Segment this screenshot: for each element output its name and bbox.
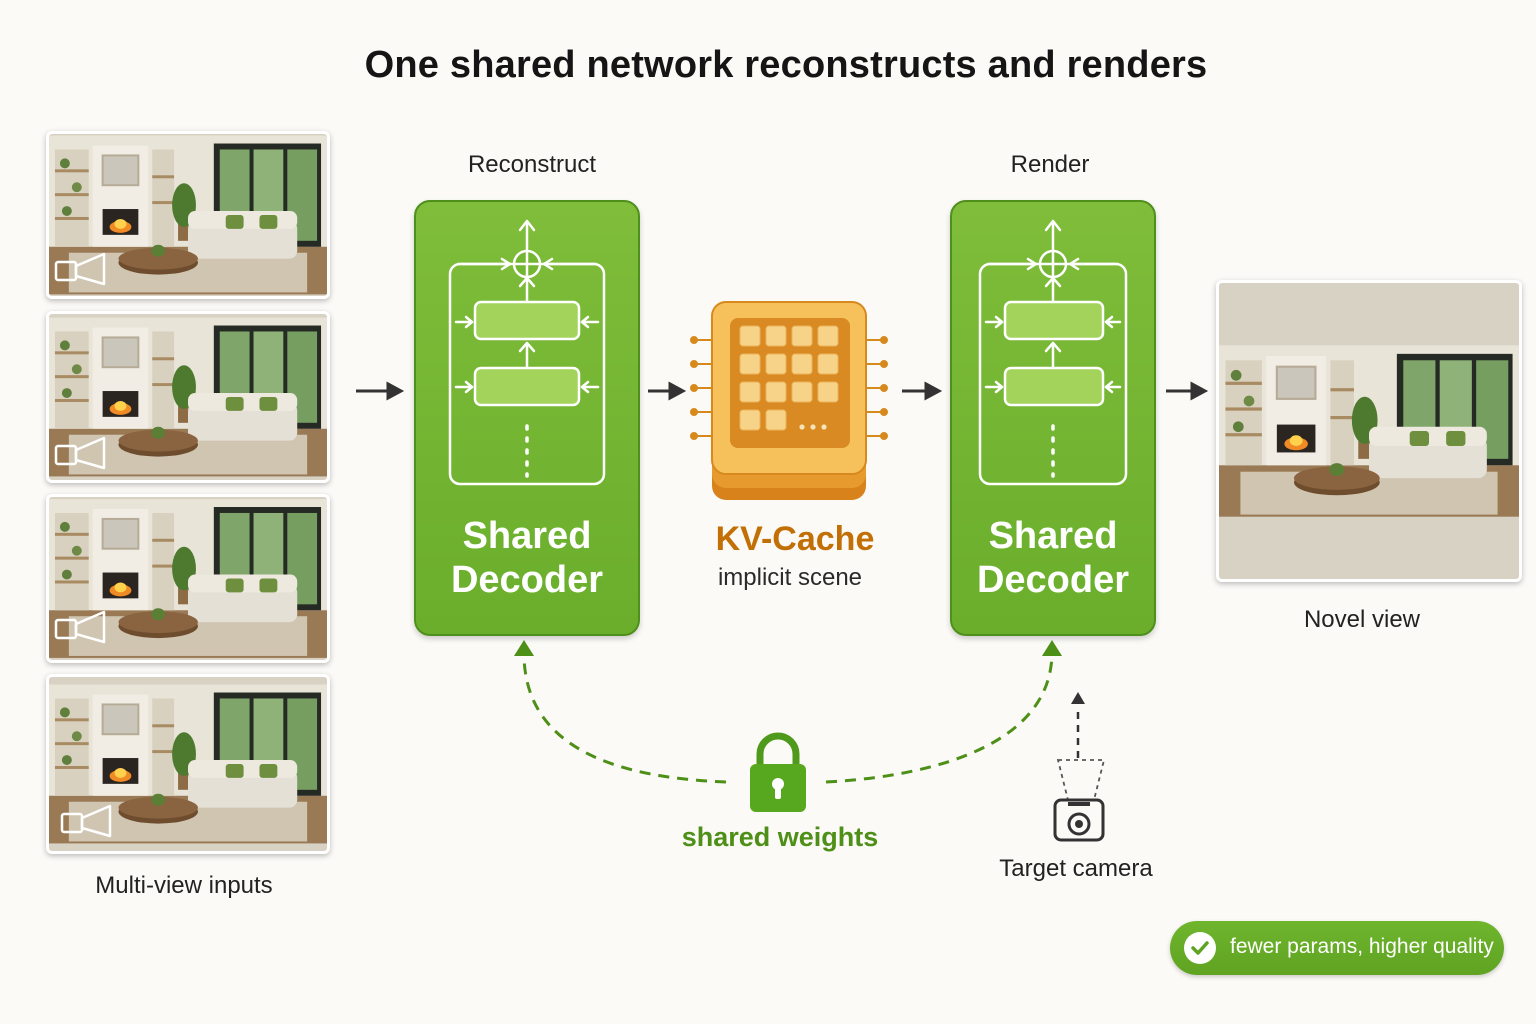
diagram-title: One shared network reconstructs and rend… — [364, 44, 1208, 86]
reconstruct-decoder-title-line2: Decoder — [450, 559, 604, 601]
render-shared-decoder: Shared Decoder — [950, 200, 1156, 636]
target-camera-icon — [1053, 692, 1106, 842]
reconstruct-stage-label: Reconstruct — [467, 151, 597, 178]
summary-badge-text: fewer params, higher quality — [1230, 935, 1494, 958]
lock-icon — [750, 732, 806, 812]
novel-view-label: Novel view — [1303, 606, 1421, 633]
summary-badge: fewer params, higher quality — [1170, 921, 1504, 975]
kv-cache-subtitle: implicit scene — [717, 564, 863, 591]
render-decoder-title-line2: Decoder — [976, 559, 1130, 601]
reconstruct-shared-decoder: Shared Decoder — [414, 200, 640, 636]
shared-weights-link-left — [522, 649, 727, 784]
render-decoder-title-line1: Shared — [988, 515, 1118, 557]
input-view-2 — [46, 311, 330, 483]
reconstruct-decoder-title: Shared Decoder — [416, 514, 638, 602]
shared-weights-label: shared weights — [681, 822, 879, 852]
input-view-4 — [46, 674, 330, 854]
input-view-3 — [46, 494, 330, 663]
input-view-1 — [46, 131, 330, 299]
render-decoder-title: Shared Decoder — [952, 514, 1154, 602]
shared-weights-link-right — [825, 651, 1054, 784]
camera-icon — [54, 436, 106, 470]
target-camera-label: Target camera — [999, 855, 1153, 882]
camera-icon — [54, 252, 106, 286]
kv-cache-title: KV-Cache — [715, 520, 875, 558]
camera-icon — [60, 804, 112, 838]
check-icon — [1184, 932, 1216, 964]
reconstruct-decoder-title-line1: Shared — [462, 515, 592, 557]
inputs-label: Multi-view inputs — [95, 872, 273, 899]
novel-view-image — [1216, 280, 1522, 582]
render-stage-label: Render — [1010, 151, 1090, 178]
camera-icon — [54, 610, 106, 644]
